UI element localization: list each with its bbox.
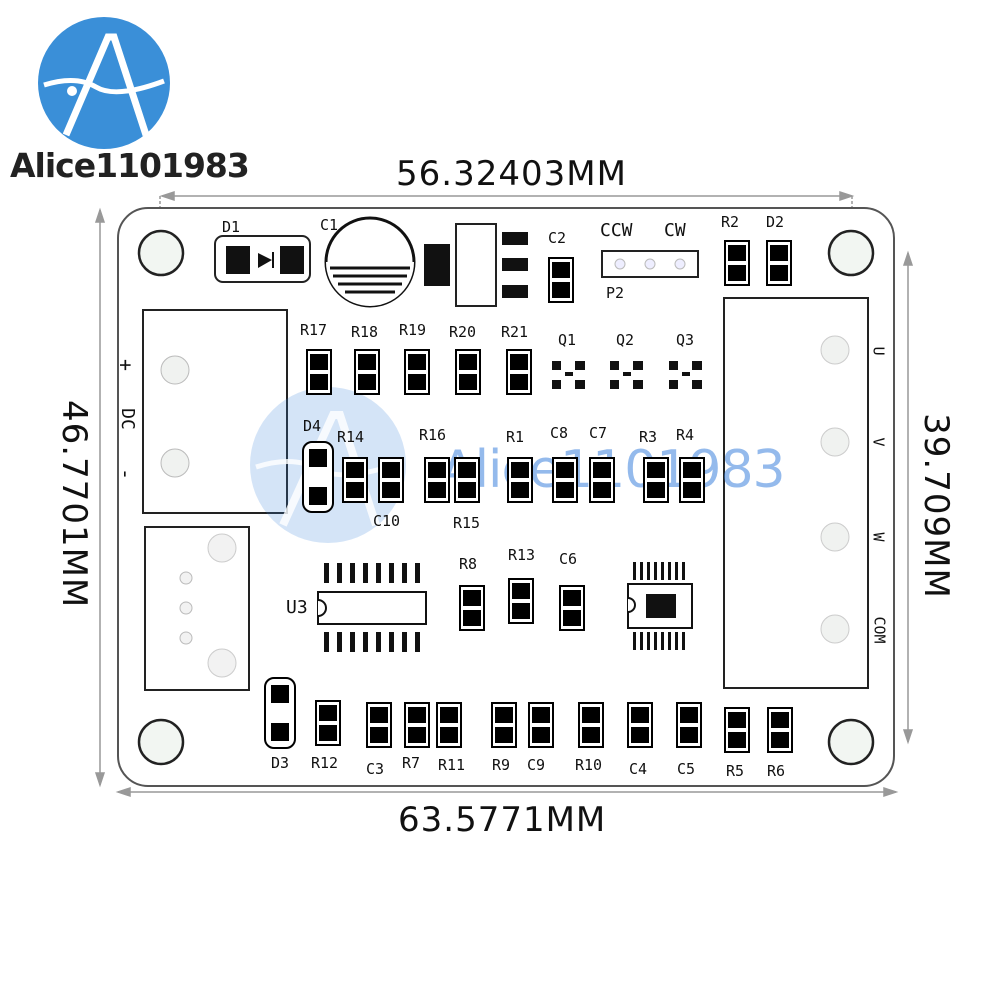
component-r15-footprint xyxy=(454,457,480,503)
component-c7-footprint xyxy=(589,457,615,503)
designator-r20: R20 xyxy=(449,323,477,341)
output-label-w: W xyxy=(869,532,888,542)
designator-r6: R6 xyxy=(767,762,786,780)
designator-r14: R14 xyxy=(337,428,365,446)
designator-r13: R13 xyxy=(508,546,536,564)
component-c9-footprint xyxy=(528,702,554,748)
component-r8-footprint xyxy=(459,585,485,631)
brand-logo-icon xyxy=(36,15,172,151)
power-minus-label: - xyxy=(114,467,139,481)
designator-r17: R17 xyxy=(300,321,328,339)
designator-c8: C8 xyxy=(550,424,569,442)
component-r11-footprint xyxy=(436,702,462,748)
designator-r12: R12 xyxy=(311,754,339,772)
pot-cw-label: CW xyxy=(664,220,686,241)
designator-u3: U3 xyxy=(286,597,308,618)
component-c2-footprint xyxy=(548,257,574,303)
designator-r8: R8 xyxy=(459,555,478,573)
component-r17-footprint xyxy=(306,349,332,395)
designator-c1: C1 xyxy=(320,216,339,234)
designator-r11: R11 xyxy=(438,756,466,774)
designator-c6: C6 xyxy=(559,550,578,568)
designator-d2: D2 xyxy=(766,213,785,231)
designator-r18: R18 xyxy=(351,323,379,341)
component-c3-footprint xyxy=(366,702,392,748)
designator-q2: Q2 xyxy=(616,331,635,349)
designator-r4: R4 xyxy=(676,426,695,444)
designator-q3: Q3 xyxy=(676,331,695,349)
component-d4-footprint xyxy=(302,441,334,513)
component-r10-footprint xyxy=(578,702,604,748)
designator-r2: R2 xyxy=(721,213,740,231)
designator-c3: C3 xyxy=(366,760,385,778)
designator-c5: C5 xyxy=(677,760,696,778)
designator-r1: R1 xyxy=(506,428,525,446)
brand-name: Alice1101983 xyxy=(10,146,250,185)
designator-r19: R19 xyxy=(399,321,427,339)
component-d2-footprint xyxy=(766,240,792,286)
component-r18-footprint xyxy=(354,349,380,395)
component-r9-footprint xyxy=(491,702,517,748)
designator-p2: P2 xyxy=(606,284,625,302)
designator-q1: Q1 xyxy=(558,331,577,349)
designator-c10: C10 xyxy=(373,512,401,530)
component-r19-footprint xyxy=(404,349,430,395)
designator-c2: C2 xyxy=(548,229,567,247)
component-r4-footprint xyxy=(679,457,705,503)
component-r20-footprint xyxy=(455,349,481,395)
component-c8-footprint xyxy=(552,457,578,503)
designator-c7: C7 xyxy=(589,424,608,442)
power-dc-label: DC xyxy=(116,408,138,430)
designator-r15: R15 xyxy=(453,514,481,532)
component-d3-footprint xyxy=(264,677,296,749)
component-r1-footprint xyxy=(507,457,533,503)
component-r12-footprint xyxy=(315,700,341,746)
designator-r9: R9 xyxy=(492,756,511,774)
designator-r10: R10 xyxy=(575,756,603,774)
component-r3-footprint xyxy=(643,457,669,503)
component-c4-footprint xyxy=(627,702,653,748)
designator-d4: D4 xyxy=(303,417,322,435)
power-plus-label: + xyxy=(114,358,139,372)
output-label-u: U xyxy=(869,346,888,356)
designator-d3: D3 xyxy=(271,754,290,772)
component-r16-footprint xyxy=(424,457,450,503)
component-r7-footprint xyxy=(404,702,430,748)
component-r14-footprint xyxy=(342,457,368,503)
dimension-top: 56.32403MM xyxy=(396,154,627,194)
designator-r16: R16 xyxy=(419,426,447,444)
output-label-com: COM xyxy=(870,616,889,644)
component-c5-footprint xyxy=(676,702,702,748)
designator-r3: R3 xyxy=(639,428,658,446)
designator-c4: C4 xyxy=(629,760,648,778)
designator-c9: C9 xyxy=(527,756,546,774)
component-r5-footprint xyxy=(724,707,750,753)
component-r21-footprint xyxy=(506,349,532,395)
component-c6-footprint xyxy=(559,585,585,631)
component-c10-footprint xyxy=(378,457,404,503)
pot-ccw-label: CCW xyxy=(600,220,633,241)
designator-d1: D1 xyxy=(222,218,241,236)
output-label-v: V xyxy=(869,437,888,447)
component-r13-footprint xyxy=(508,578,534,624)
component-r2-footprint xyxy=(724,240,750,286)
designator-r21: R21 xyxy=(501,323,529,341)
designator-r7: R7 xyxy=(402,754,421,772)
dimension-bottom: 63.5771MM xyxy=(398,800,607,840)
component-r6-footprint xyxy=(767,707,793,753)
designator-r5: R5 xyxy=(726,762,745,780)
